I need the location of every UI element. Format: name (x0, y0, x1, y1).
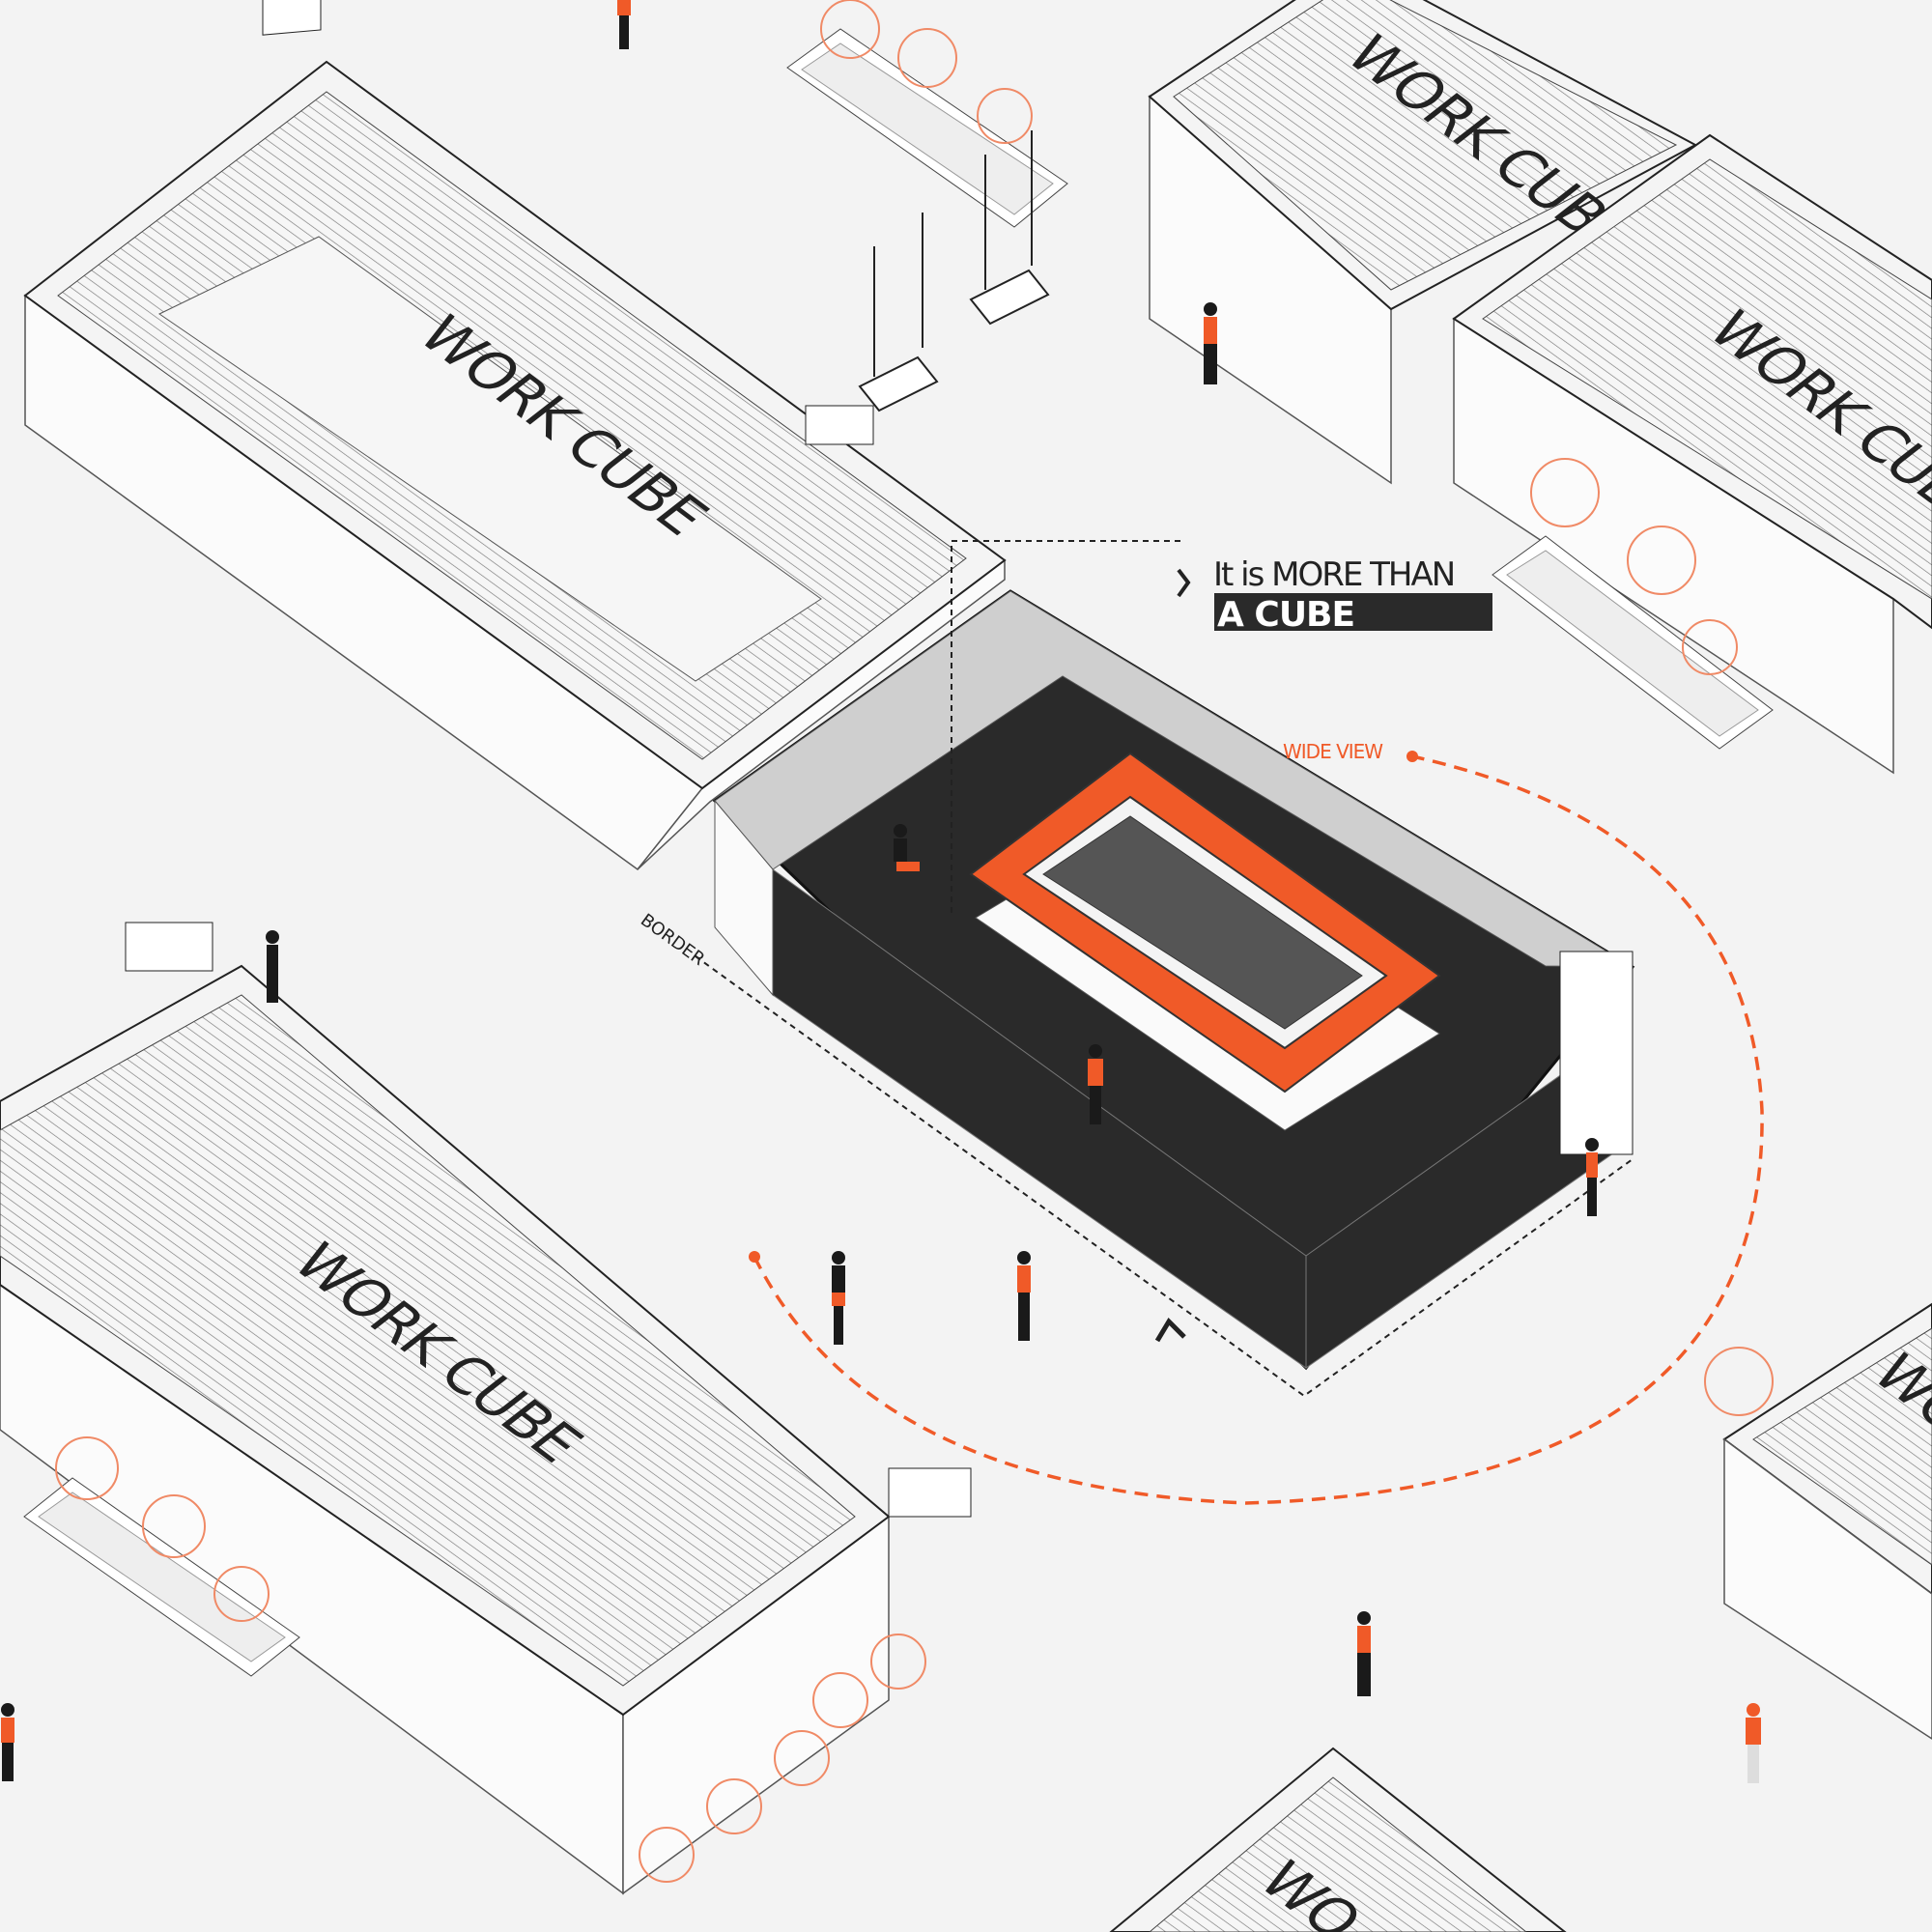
wide-view-label: WIDE VIEW (1283, 740, 1383, 763)
person (1017, 1251, 1031, 1341)
planter-top (786, 28, 1068, 228)
central-pavilion (712, 540, 1635, 1371)
work-cube-right: WORK CUBE (1452, 133, 1932, 775)
person (266, 930, 279, 1003)
border-line (695, 955, 1634, 1398)
wide-view-arc (753, 754, 1764, 1505)
work-cube-right-edge: WO (1722, 1302, 1932, 1740)
corner-marker-icon (1154, 1317, 1186, 1343)
person (1746, 1703, 1761, 1783)
bicycles (639, 1634, 926, 1883)
work-cube-bottom-edge: WO (1109, 1747, 1567, 1932)
callout-headline: It is MORE THAN (1213, 555, 1454, 594)
plants (55, 0, 1774, 1622)
person (1585, 1138, 1599, 1216)
person (894, 824, 920, 871)
callout-subheadline: A CUBE (1217, 595, 1354, 635)
people (1, 0, 1761, 1783)
arc-endpoint-dot (1406, 751, 1418, 762)
planter-bottom-left (23, 1477, 300, 1677)
work-cube-top-left: WORK CUBE (23, 0, 1007, 871)
person (617, 0, 631, 49)
callout-subheadline-bg (1214, 593, 1492, 631)
person (1, 1703, 14, 1781)
work-cube-bottom-left: WORK CUBE (0, 922, 972, 1895)
person (1088, 1044, 1103, 1124)
swings (858, 130, 1050, 412)
person (832, 1251, 845, 1345)
person (1204, 302, 1217, 384)
planter-right (1492, 535, 1774, 750)
callout-leader-line (951, 540, 1183, 913)
arc-endpoint-dot (749, 1251, 760, 1263)
person (1357, 1611, 1371, 1696)
chevron-right-icon (1177, 568, 1191, 598)
